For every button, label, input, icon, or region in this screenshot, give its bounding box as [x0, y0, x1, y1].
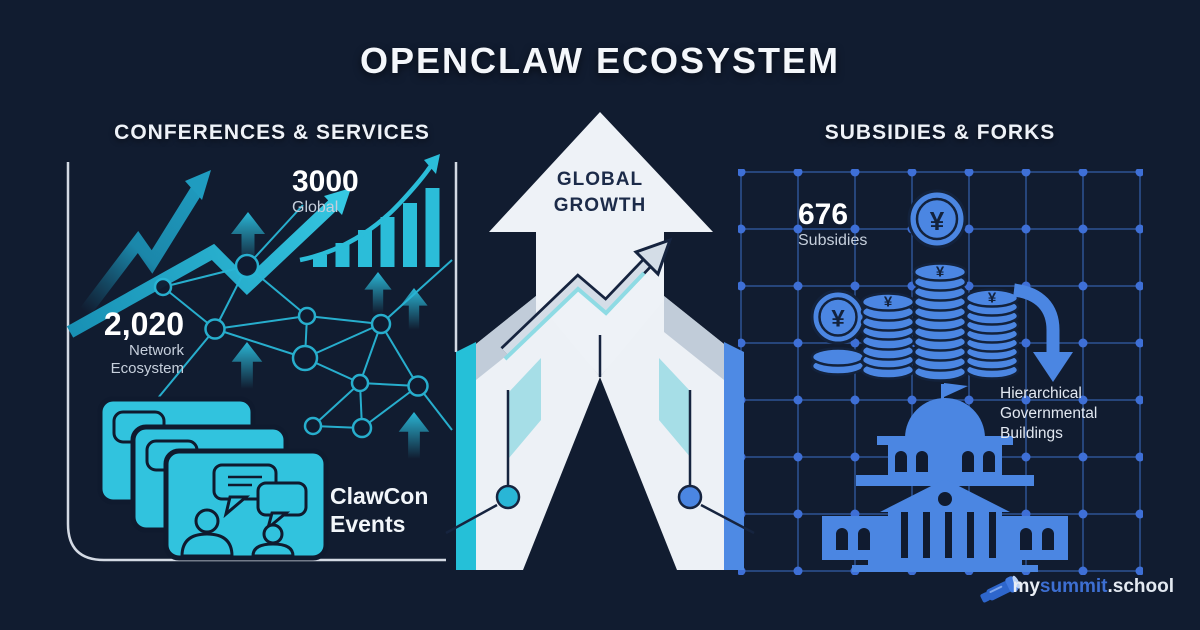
svg-text:¥: ¥: [930, 206, 945, 236]
brand-suffix: .school: [1107, 576, 1174, 597]
government-building-icon: [822, 383, 1068, 572]
footer-brand: mysummit.school: [1012, 576, 1174, 598]
curved-down-arrow-icon: [1012, 283, 1073, 382]
subsidies-stat-label: Subsidies: [798, 232, 868, 249]
coin-stack-b-icon: ¥: [912, 262, 968, 382]
global-stat: 3000 Global: [292, 166, 359, 218]
conference-cards-icon: [97, 396, 329, 561]
svg-text:¥: ¥: [884, 294, 893, 311]
zigzag-growth-line-icon: [500, 237, 673, 361]
yen-coin-icon: ¥: [907, 189, 967, 249]
brand-text: mysummit.school: [1012, 576, 1174, 598]
trend-arrows-icon: [66, 170, 351, 338]
clawcon-events-line1: ClawCon: [330, 483, 429, 509]
network-stat-label-line1: Network: [128, 342, 184, 359]
page-title: OPENCLAW ECOSYSTEM: [359, 40, 841, 81]
buildings-label-line2: Governmental: [1000, 405, 1098, 422]
coin-stack-small-icon: [810, 347, 866, 376]
brand-highlight: summit: [1039, 576, 1108, 597]
network-stat-label-line2: Ecosystem: [110, 360, 184, 377]
speech-bubble-icon: [212, 463, 308, 533]
clawcon-events-line2: Events: [330, 511, 406, 537]
yen-coin-standing-icon: ¥: [810, 289, 866, 345]
right-section-header: SUBSIDIES & FORKS: [824, 121, 1056, 144]
brand-prefix: my: [1012, 576, 1040, 597]
global-growth-arrow-icon: [445, 112, 755, 570]
network-stat-value: 2,020: [103, 306, 184, 342]
subsidies-stat-value: 676: [798, 198, 849, 231]
left-panel-frame: [66, 162, 458, 562]
global-growth-line1: GLOBAL: [556, 169, 644, 190]
coin-stack-c-icon: ¥: [964, 288, 1020, 380]
clawcon-events-label: ClawCon Events: [330, 482, 428, 538]
buildings-label: Hierarchical Governmental Buildings: [1000, 384, 1097, 444]
global-growth-line2: GROWTH: [553, 195, 647, 216]
buildings-label-line3: Buildings: [1000, 425, 1063, 442]
left-section-header: CONFERENCES & SERVICES: [114, 121, 430, 144]
global-stat-value: 3000: [292, 165, 359, 198]
buildings-label-line1: Hierarchical: [1000, 385, 1082, 402]
global-stat-label: Global: [292, 199, 339, 216]
svg-text:¥: ¥: [988, 290, 997, 307]
people-icon: [180, 508, 295, 558]
coin-stack-a-icon: ¥: [860, 292, 916, 380]
svg-text:¥: ¥: [831, 306, 845, 333]
subsidies-stat: 676 Subsidies: [798, 199, 867, 251]
svg-text:¥: ¥: [936, 264, 945, 281]
growth-bars-icon: [299, 154, 440, 267]
network-stat: 2,020 Network Ecosystem: [84, 306, 184, 378]
connector-nodes: [445, 390, 755, 535]
telescope-icon: [980, 575, 1021, 603]
network-graph-icon: [153, 204, 453, 439]
global-growth-label: GLOBAL GROWTH: [500, 167, 700, 219]
yen-coins: ¥ ¥ ¥: [810, 189, 1073, 382]
